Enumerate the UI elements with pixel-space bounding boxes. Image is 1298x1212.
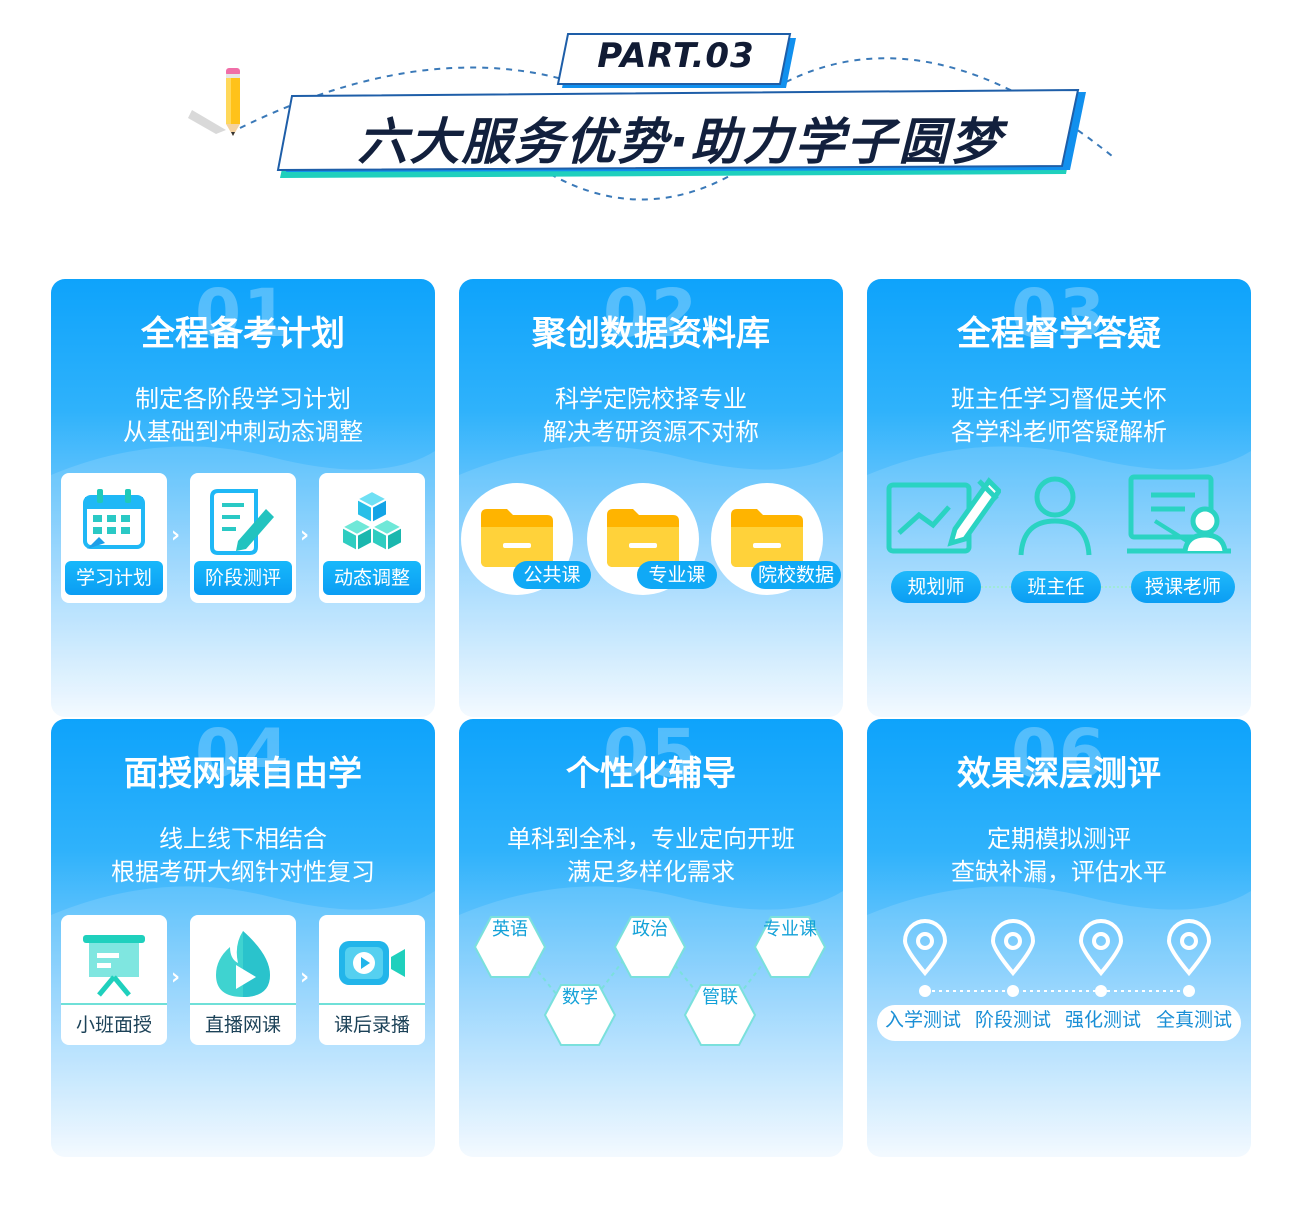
test-label: 入学测试	[884, 1009, 961, 1031]
subject-hex-english: 英语	[473, 915, 547, 979]
card-number: 05	[603, 719, 699, 792]
desc-line: 各学科老师答疑解析	[951, 418, 1167, 446]
card-database: 02 聚创数据资料库 科学定院校择专业 解决考研资源不对称 公共课 专业课 院校…	[459, 279, 843, 717]
role-label: 班主任	[1011, 571, 1101, 603]
video-camera-icon	[339, 941, 405, 985]
person-icon	[1018, 476, 1092, 556]
chevron-right-icon: ›	[171, 523, 181, 548]
desc-line: 科学定院校择专业	[555, 385, 747, 413]
subject-hex-politics: 政治	[613, 915, 687, 979]
location-pin-icon	[1166, 919, 1212, 997]
tile-label: 课后录播	[319, 1003, 425, 1047]
card-number: 01	[195, 279, 291, 352]
desc-line: 查缺补漏，评估水平	[951, 858, 1167, 886]
subject-hex-management: 管联	[683, 983, 757, 1047]
tile-study-plan: 学习计划	[61, 473, 167, 603]
tile-stage-test: 阶段测评	[190, 473, 296, 603]
card-supervision: 03 全程督学答疑 班主任学习督促关怀 各学科老师答疑解析 规划师 班主任 授课…	[867, 279, 1251, 717]
card-description: 单科到全科，专业定向开班 满足多样化需求	[459, 823, 843, 889]
folder-label: 专业课	[637, 561, 717, 589]
tile-label: 阶段测评	[194, 561, 292, 595]
card-title: 全程督学答疑	[957, 314, 1161, 354]
card-title: 面授网课自由学	[124, 754, 362, 794]
tile-label: 直播网课	[190, 1003, 296, 1047]
tile-label: 学习计划	[65, 561, 163, 595]
desc-line: 解决考研资源不对称	[543, 418, 759, 446]
folder-label: 院校数据	[751, 561, 841, 589]
folder-icon	[731, 509, 803, 567]
desc-line: 定期模拟测评	[987, 825, 1131, 853]
subject-label: 专业课	[763, 919, 817, 940]
card-description: 定期模拟测评 查缺补漏，评估水平	[867, 823, 1251, 889]
desc-line: 满足多样化需求	[567, 858, 735, 886]
tile-live-class: 直播网课	[190, 915, 296, 1045]
header-decoration	[239, 33, 1113, 201]
timeline	[902, 919, 1212, 997]
tile-small-class: 小班面授	[61, 915, 167, 1045]
subject-hex-major: 专业课	[753, 915, 827, 979]
test-label: 强化测试	[1064, 1009, 1141, 1031]
folder-icon	[481, 509, 553, 567]
role-label: 授课老师	[1131, 571, 1235, 603]
card-title: 聚创数据资料库	[532, 314, 770, 354]
card-title: 个性化辅导	[566, 754, 736, 794]
card-number: 03	[1011, 279, 1107, 352]
connector-line	[981, 586, 1011, 588]
connector-line	[1101, 586, 1131, 588]
chevron-right-icon: ›	[300, 523, 310, 548]
subject-label: 英语	[492, 919, 528, 940]
location-pin-icon	[902, 919, 948, 997]
role-label: 规划师	[891, 571, 981, 603]
card-description: 班主任学习督促关怀 各学科老师答疑解析	[867, 383, 1251, 449]
card-number: 04	[195, 719, 291, 792]
folder-label: 公共课	[513, 561, 591, 589]
cubes-icon	[339, 489, 405, 553]
subject-label: 数学	[562, 987, 598, 1008]
card-description: 线上线下相结合 根据考研大纲针对性复习	[51, 823, 435, 889]
desc-line: 根据考研大纲针对性复习	[111, 858, 375, 886]
page-title: 六大服务优势·助力学子圆梦	[357, 113, 1003, 171]
tile-dynamic-adjust: 动态调整	[319, 473, 425, 603]
live-flame-icon	[216, 931, 270, 997]
tile-label: 动态调整	[323, 561, 421, 595]
tile-label: 小班面授	[61, 1003, 167, 1047]
folder-icon	[607, 509, 679, 567]
chevron-right-icon: ›	[171, 965, 181, 990]
subject-label: 管联	[702, 987, 738, 1008]
card-learning-mode: 04 面授网课自由学 线上线下相结合 根据考研大纲针对性复习 小班面授 › 直播…	[51, 719, 435, 1157]
part-label: PART.03	[597, 36, 755, 76]
card-title: 效果深层测评	[957, 754, 1161, 794]
test-label: 阶段测试	[974, 1009, 1051, 1031]
card-evaluation: 06 效果深层测评 定期模拟测评 查缺补漏，评估水平 入学测试 阶段测试	[867, 719, 1251, 1157]
desc-line: 单科到全科，专业定向开班	[507, 825, 795, 853]
desc-line: 从基础到冲刺动态调整	[123, 418, 363, 446]
card-tutoring: 05 个性化辅导 单科到全科，专业定向开班 满足多样化需求 英语 政治 专业课 …	[459, 719, 843, 1157]
test-stage-bar: 入学测试 阶段测试 强化测试 全真测试	[877, 1005, 1241, 1041]
card-description: 科学定院校择专业 解决考研资源不对称	[459, 383, 843, 449]
document-pen-icon	[210, 489, 274, 555]
location-pin-icon	[990, 919, 1036, 997]
calendar-icon	[83, 489, 145, 549]
card-title: 全程备考计划	[141, 314, 345, 354]
desc-line: 班主任学习督促关怀	[951, 385, 1167, 413]
subject-hex-math: 数学	[543, 983, 617, 1047]
presentation-board-icon	[83, 935, 145, 997]
tile-recorded-class: 课后录播	[319, 915, 425, 1045]
card-description: 制定各阶段学习计划 从基础到冲刺动态调整	[51, 383, 435, 449]
card-number: 02	[603, 279, 699, 352]
pencil-icon	[188, 68, 240, 136]
card-study-plan: 01 全程备考计划 制定各阶段学习计划 从基础到冲刺动态调整 学习计划 › 阶段…	[51, 279, 435, 717]
test-label: 全真测试	[1155, 1009, 1232, 1031]
location-pin-icon	[1078, 919, 1124, 997]
desc-line: 制定各阶段学习计划	[135, 385, 351, 413]
desc-line: 线上线下相结合	[159, 825, 327, 853]
subject-label: 政治	[632, 919, 668, 940]
chevron-right-icon: ›	[300, 965, 310, 990]
planning-chart-icon	[886, 477, 1001, 554]
card-number: 06	[1011, 719, 1107, 792]
teacher-board-icon	[1127, 474, 1231, 554]
